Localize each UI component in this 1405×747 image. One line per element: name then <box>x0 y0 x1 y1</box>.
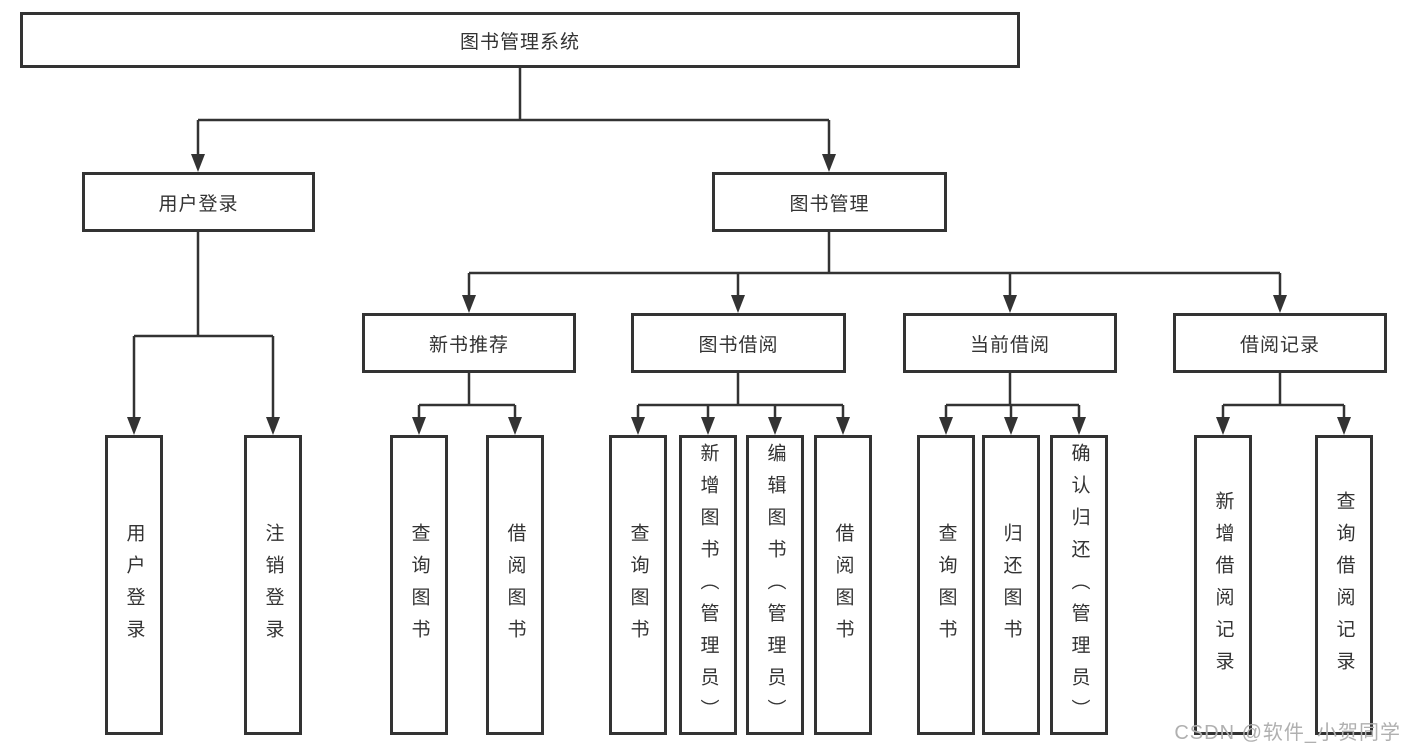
node-book-management-module: 图书管理 <box>712 172 947 232</box>
node-borrowing-records: 借阅记录 <box>1173 313 1387 373</box>
node-library-management-system: 图书管理系统 <box>20 12 1020 68</box>
node-leaf-add-books-admin: 新增图书（管理员） <box>679 435 737 735</box>
node-leaf-query-books-3: 查询图书 <box>917 435 975 735</box>
node-new-book-recommendation: 新书推荐 <box>362 313 576 373</box>
node-leaf-logout: 注销登录 <box>244 435 302 735</box>
node-leaf-query-books-2: 查询图书 <box>609 435 667 735</box>
node-leaf-borrow-books-2: 借阅图书 <box>814 435 872 735</box>
node-current-borrowing: 当前借阅 <box>903 313 1117 373</box>
node-leaf-edit-books-admin: 编辑图书（管理员） <box>746 435 804 735</box>
node-leaf-add-borrow-record: 新增借阅记录 <box>1194 435 1252 735</box>
node-user-login-module: 用户登录 <box>82 172 315 232</box>
node-leaf-borrow-books-1: 借阅图书 <box>486 435 544 735</box>
node-leaf-confirm-return-admin: 确认归还（管理员） <box>1050 435 1108 735</box>
node-leaf-return-books: 归还图书 <box>982 435 1040 735</box>
arrowhead-icons <box>127 154 1351 435</box>
csdn-watermark: CSDN @软件_小贺同学 <box>1174 722 1401 744</box>
node-book-borrowing: 图书借阅 <box>631 313 846 373</box>
node-leaf-query-borrow-record: 查询借阅记录 <box>1315 435 1373 735</box>
node-leaf-query-books-1: 查询图书 <box>390 435 448 735</box>
node-leaf-user-login: 用户登录 <box>105 435 163 735</box>
